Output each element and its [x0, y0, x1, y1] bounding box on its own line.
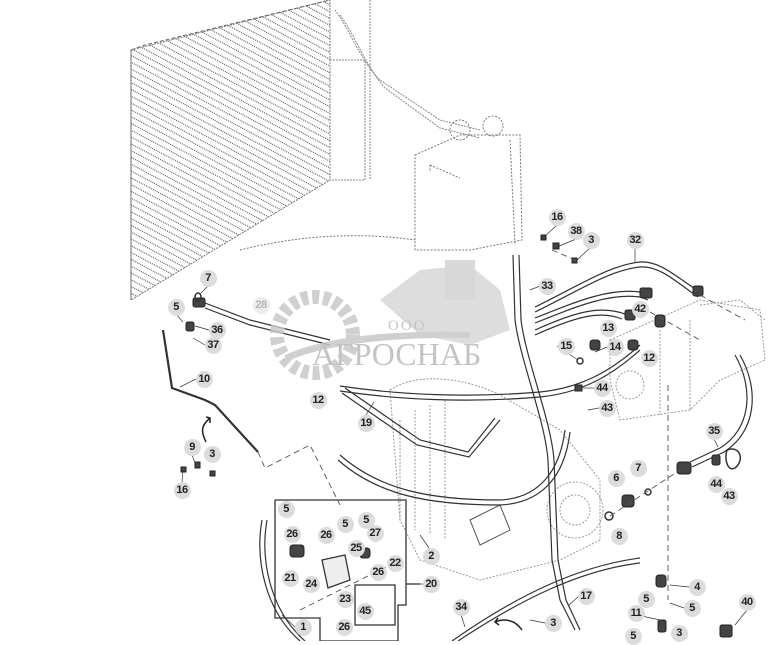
- radiator-frame: [329, 0, 481, 181]
- part-callout-2: 2: [422, 547, 440, 565]
- part-callout-19: 19: [357, 414, 375, 432]
- part-callout-17: 17: [577, 587, 595, 605]
- part-callout-32: 32: [626, 231, 644, 249]
- part-callout-12: 12: [309, 391, 327, 409]
- part-callout-4: 4: [688, 578, 706, 596]
- watermark-ooo: ООО: [388, 318, 427, 334]
- part-callout-3: 3: [203, 445, 221, 463]
- part-callout-38: 38: [567, 222, 585, 240]
- part-callout-26: 26: [317, 526, 335, 544]
- part-callout-44: 44: [707, 475, 725, 493]
- part-callout-22: 22: [386, 554, 404, 572]
- part-callout-9: 9: [183, 438, 201, 456]
- part-callout-21: 21: [281, 569, 299, 587]
- part-callout-25: 25: [347, 539, 365, 557]
- part-callout-5: 5: [277, 500, 295, 518]
- part-callout-26: 26: [283, 525, 301, 543]
- engine-block: [389, 378, 604, 581]
- part-callout-1: 1: [294, 618, 312, 636]
- part-callout-7: 7: [629, 459, 647, 477]
- part-callout-43: 43: [598, 399, 616, 417]
- watermark-company: АГРОСНАБ: [312, 336, 482, 372]
- part-callout-10: 10: [195, 370, 213, 388]
- part-callout-16: 16: [548, 208, 566, 226]
- hydraulic-pump: [609, 299, 766, 421]
- part-callout-7: 7: [199, 269, 217, 287]
- part-callout-13: 13: [599, 319, 617, 337]
- part-callout-45: 45: [356, 602, 374, 620]
- part-callout-5: 5: [167, 298, 185, 316]
- part-callout-5: 5: [357, 511, 375, 529]
- part-callout-28: 28: [252, 296, 270, 314]
- part-callout-3: 3: [544, 614, 562, 632]
- part-callout-24: 24: [302, 575, 320, 593]
- part-callout-23: 23: [336, 590, 354, 608]
- part-callout-37: 37: [204, 336, 222, 354]
- part-callout-34: 34: [452, 598, 470, 616]
- part-callout-33: 33: [538, 277, 556, 295]
- o-rings: [194, 292, 742, 521]
- part-callout-6: 6: [607, 469, 625, 487]
- part-callout-43: 43: [720, 487, 738, 505]
- part-callout-5: 5: [624, 627, 642, 645]
- part-callout-42: 42: [631, 300, 649, 318]
- part-callout-26: 26: [369, 563, 387, 581]
- part-callout-44: 44: [593, 379, 611, 397]
- part-callout-3: 3: [582, 231, 600, 249]
- part-callout-5: 5: [336, 515, 354, 533]
- direction-arrows: [201, 416, 523, 631]
- part-callout-3: 3: [670, 624, 688, 642]
- part-callout-5: 5: [683, 599, 701, 617]
- part-callout-5: 5: [637, 590, 655, 608]
- part-callout-36: 36: [208, 321, 226, 339]
- part-callout-35: 35: [705, 422, 723, 440]
- part-callout-14: 14: [606, 338, 624, 356]
- part-callout-40: 40: [738, 593, 756, 611]
- part-callout-20: 20: [422, 575, 440, 593]
- part-callout-15: 15: [557, 337, 575, 355]
- part-callout-27: 27: [366, 524, 384, 542]
- part-callout-26: 26: [335, 618, 353, 636]
- part-callout-12: 12: [640, 349, 658, 367]
- part-callout-16: 16: [173, 481, 191, 499]
- part-callout-11: 11: [627, 604, 645, 622]
- hoses: [161, 254, 753, 641]
- part-callout-8: 8: [610, 527, 628, 545]
- valve-block-inset: [274, 499, 420, 641]
- hydraulic-reservoir: [239, 115, 523, 251]
